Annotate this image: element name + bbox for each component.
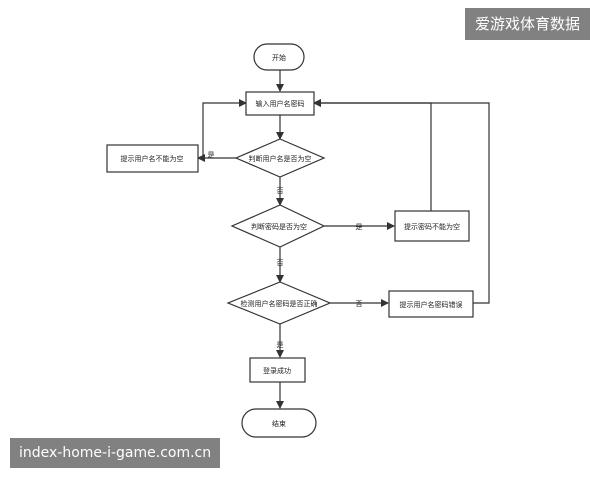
- node-label: 登录成功: [263, 366, 291, 375]
- node-label: 提示密码不能为空: [404, 222, 460, 231]
- node-msg-wrong: 提示用户名密码错误: [388, 290, 474, 318]
- edge-label-verify-no: 否: [356, 300, 363, 308]
- node-start: 开始: [253, 43, 305, 71]
- process-shape: [394, 210, 470, 242]
- node-label: 判断密码是否为空: [251, 222, 307, 231]
- process-shape: [388, 290, 474, 318]
- edge-wrong-msg-back-to-input: [313, 99, 490, 304]
- edge-label-password-no: 否: [277, 259, 284, 267]
- terminal-shape: [241, 408, 317, 438]
- node-label: 检测用户名密码是否正确: [241, 299, 318, 308]
- edge-label-username-no: 否: [277, 187, 284, 195]
- decision-shape: [230, 204, 326, 248]
- node-verify: 检测用户名密码是否正确: [226, 281, 332, 325]
- edges: [197, 70, 490, 409]
- node-success: 登录成功: [249, 357, 306, 383]
- node-label: 开始: [272, 53, 286, 62]
- edge-labels: 是 否 是 否 否 是: [208, 151, 363, 349]
- decision-shape: [234, 138, 326, 178]
- edge-label-verify-yes: 是: [277, 341, 284, 349]
- node-input: 输入用户名密码: [245, 91, 315, 116]
- node-msg-username-empty: 提示用户名不能为空: [106, 144, 199, 173]
- node-check-password: 判断密码是否为空: [230, 204, 326, 248]
- edge-label-password-yes: 是: [356, 223, 363, 231]
- process-shape: [249, 357, 306, 383]
- terminal-shape: [253, 43, 305, 71]
- edge-password-msg-back-to-input: [313, 99, 432, 211]
- watermark-top-right: 爱游戏体育数据: [464, 8, 590, 40]
- node-msg-password-empty: 提示密码不能为空: [394, 210, 470, 242]
- process-shape: [106, 144, 199, 173]
- node-label: 提示用户名不能为空: [121, 154, 184, 163]
- decision-shape: [226, 281, 332, 325]
- node-check-username: 判断用户名是否为空: [234, 138, 326, 178]
- node-label: 结束: [272, 419, 286, 428]
- edge-username-msg-back-to-input: [202, 99, 247, 158]
- edge-label-username-yes: 是: [208, 151, 215, 159]
- node-end: 结束: [241, 408, 317, 438]
- node-label: 输入用户名密码: [256, 99, 305, 108]
- process-shape: [245, 91, 315, 116]
- node-label: 判断用户名是否为空: [249, 154, 312, 163]
- node-label: 提示用户名密码错误: [400, 300, 463, 309]
- watermark-bottom-left: index-home-i-game.com.cn: [10, 438, 221, 468]
